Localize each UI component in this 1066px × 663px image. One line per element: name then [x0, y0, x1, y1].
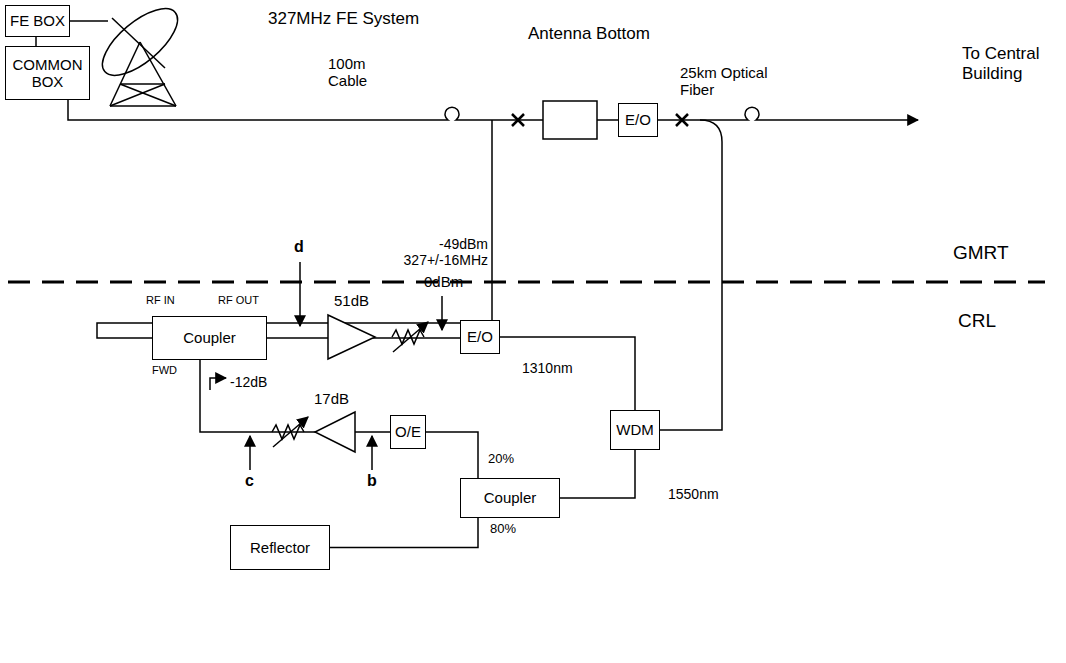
probe-arrow [249, 436, 251, 470]
diagram-title: 327MHz FE System [268, 9, 419, 29]
annotation-label: 1550nm [668, 486, 719, 502]
annotation-label: FWD [152, 364, 177, 377]
block-box: FE BOX [5, 5, 70, 37]
cross-mark [676, 114, 688, 126]
annotation-label: b [367, 472, 377, 490]
annotation-label: GMRT [953, 242, 1009, 264]
annotation-label: 0dBm [424, 273, 463, 290]
signal-wire [426, 432, 478, 478]
cable [68, 100, 543, 120]
annotation-label: RF OUT [218, 294, 259, 307]
block-box: E/O [618, 103, 658, 137]
annotation-label: c [245, 472, 254, 490]
block-box: Reflector [230, 525, 330, 570]
probe-arrow [371, 436, 373, 470]
signal-wire [35, 37, 37, 46]
attenuator-arrow [393, 322, 428, 352]
annotation-label: To Central Building [962, 44, 1062, 83]
box-label: Reflector [250, 539, 310, 556]
dish-antenna [92, 0, 188, 106]
annotation-label: d [294, 238, 304, 256]
box-label: FE BOX [10, 12, 65, 29]
bottom-box [543, 101, 597, 139]
block-box: WDM [610, 410, 660, 450]
signal-wire [500, 337, 635, 410]
annotation-label: 20% [488, 452, 514, 467]
block-box: O/E [390, 415, 426, 449]
annotation-label: 100m Cable [328, 55, 388, 90]
annotation-label: Antenna Bottom [528, 24, 650, 44]
block-box: E/O [460, 320, 500, 354]
attenuator-symbol [392, 330, 424, 344]
amplifier-symbol [315, 412, 355, 452]
wire [597, 119, 618, 121]
tap-cable [97, 120, 492, 338]
signal-wire [560, 450, 635, 498]
annotation-label: CRL [958, 310, 996, 332]
site-divider [8, 281, 1045, 284]
attenuator-arrow [273, 417, 308, 447]
annotation-label: 1310nm [522, 360, 573, 376]
annotation-label: -12dB [230, 374, 267, 390]
probe-arrow [441, 296, 443, 330]
annotation-label: 80% [490, 522, 516, 537]
amplifier-symbol [328, 315, 375, 359]
annotation-label: 51dB [334, 292, 369, 309]
block-box: COMMON BOX [5, 46, 90, 100]
probe-arrow [299, 262, 301, 326]
annotation-label: 25km Optical Fiber [680, 64, 780, 99]
box-label: Coupler [484, 489, 537, 506]
feed-wire [67, 20, 108, 22]
block-box: Coupler [152, 316, 267, 360]
signal-wire [330, 518, 478, 548]
box-label: COMMON BOX [10, 56, 85, 91]
annotation-label: RF IN [146, 294, 175, 307]
box-label: Coupler [183, 329, 236, 346]
box-label: E/O [625, 111, 651, 128]
block-box: Coupler [460, 478, 560, 518]
box-label: WDM [616, 421, 654, 438]
cross-mark [512, 114, 524, 126]
box-label: E/O [467, 328, 493, 345]
signal-wire [200, 360, 390, 432]
annotation-label: -49dBm 327+/-16MHz [396, 236, 488, 268]
direction-arrow [210, 378, 226, 390]
annotation-label: 17dB [314, 390, 349, 407]
attenuator-symbol [272, 425, 304, 439]
box-label: O/E [395, 423, 421, 440]
fiber-branch [660, 120, 722, 430]
optical-fiber [658, 107, 918, 120]
